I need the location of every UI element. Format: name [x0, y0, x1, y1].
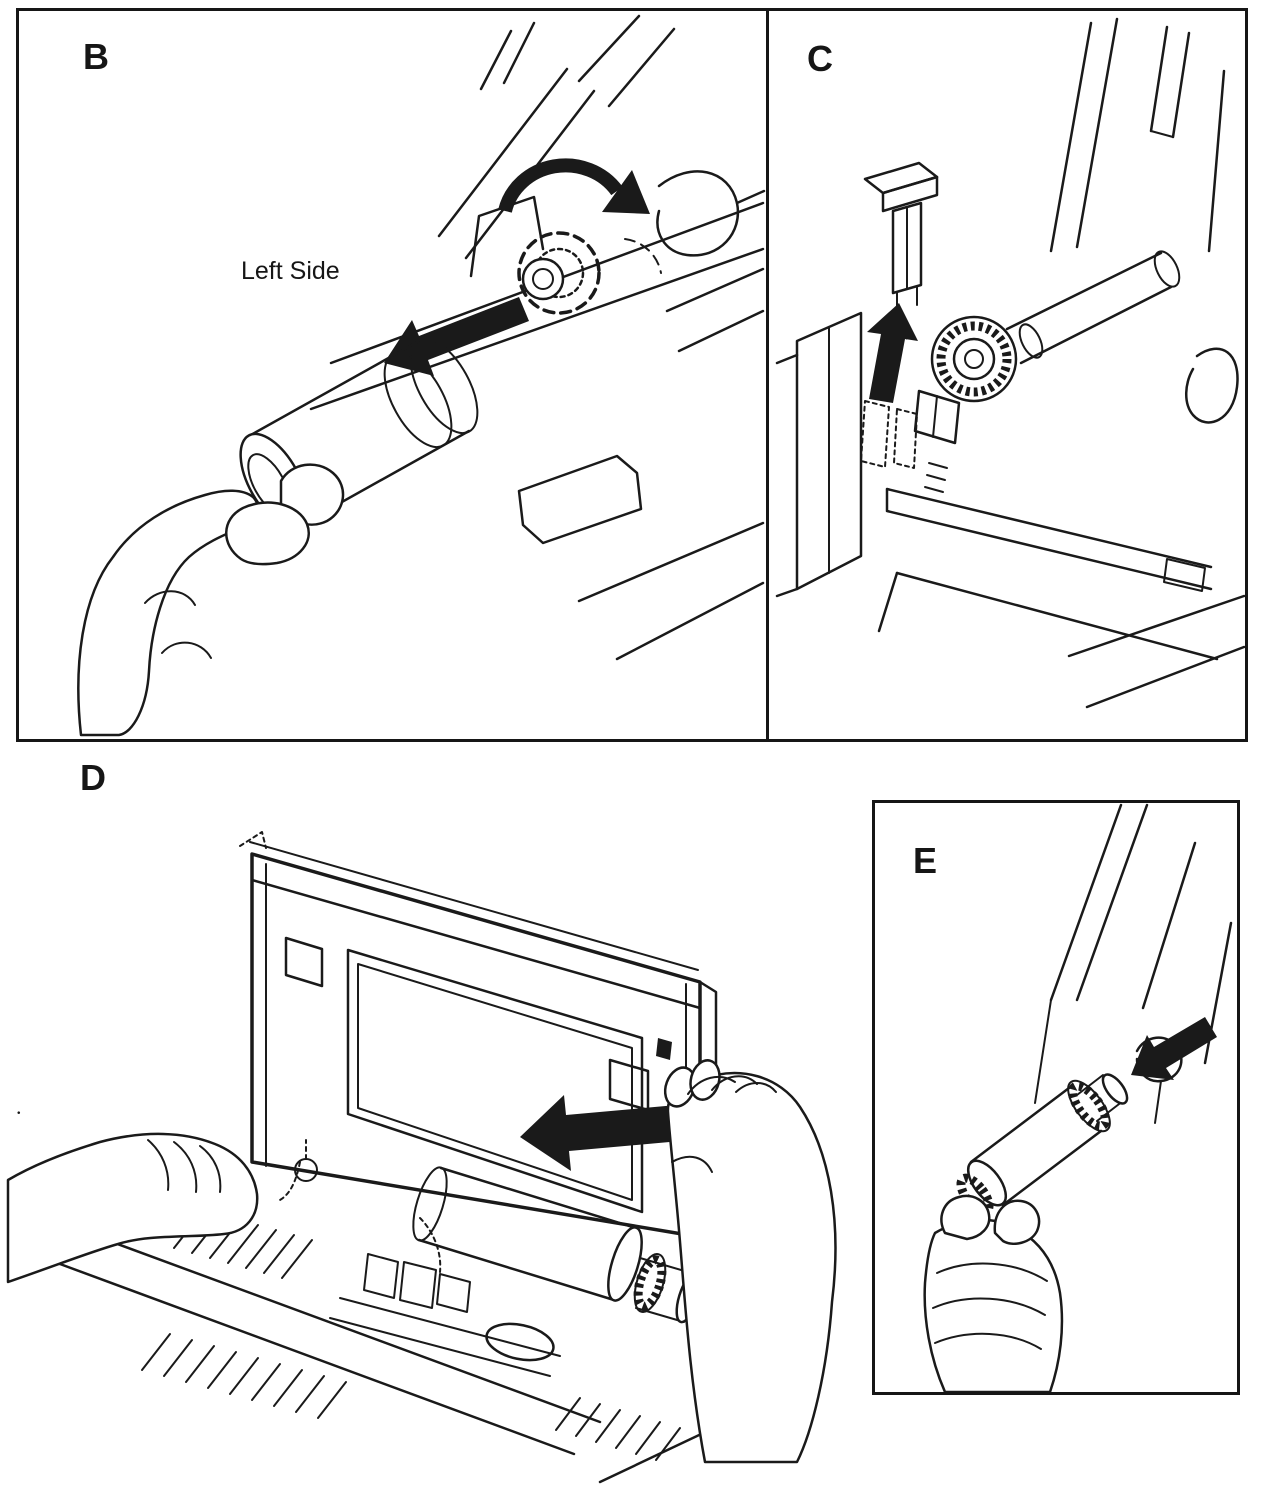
pull-out-arrow	[384, 297, 529, 376]
dashed-guide-parts	[860, 310, 918, 469]
center-mechanism	[279, 1139, 555, 1362]
lift-up-arrow	[867, 303, 918, 403]
platen-roller	[412, 1166, 643, 1302]
panel-b: Left Side B	[19, 11, 769, 739]
left-side-label: Left Side	[241, 257, 340, 285]
panel-c-frame-lines	[775, 17, 1245, 709]
retainer-clip	[863, 161, 939, 312]
panel-c: C	[769, 11, 1245, 739]
base-oval-opening	[485, 1322, 555, 1362]
detach-arrow	[1131, 1017, 1217, 1080]
thumb	[940, 1194, 991, 1241]
panel-d: D .	[0, 742, 1266, 1485]
panel-b-drawing: Left Side B	[77, 14, 766, 737]
panel-e-letter: E	[913, 840, 937, 881]
panel-e-frame-lines	[1034, 803, 1233, 1124]
thumb	[225, 501, 310, 566]
hand-holding-roller	[77, 463, 345, 737]
hand-gripping-roller	[923, 1194, 1064, 1392]
panel-b-frame-lines	[309, 14, 766, 661]
cover-opening-left	[284, 936, 324, 988]
insert-arrow	[520, 1095, 692, 1171]
left-hand	[6, 1132, 259, 1284]
panel-d-letter: D	[80, 757, 106, 798]
contact-hatching-right	[555, 1397, 681, 1461]
panel-d-drawing: D .	[6, 757, 837, 1484]
panel-c-letter: C	[807, 38, 833, 79]
right-hand	[663, 1059, 837, 1464]
stray-mark: .	[16, 1094, 22, 1119]
cover-latch	[656, 1038, 672, 1060]
index-fingertip	[993, 1199, 1041, 1245]
roller-shaft	[1005, 250, 1181, 365]
panel-e: E	[872, 800, 1240, 1395]
panel-bc-box: Left Side B	[16, 8, 1248, 742]
panel-c-drawing: C	[775, 17, 1245, 709]
panel-e-drawing: E	[913, 803, 1233, 1392]
rotation-arrow	[498, 158, 662, 274]
bearing-gear	[913, 315, 1018, 445]
panel-b-letter: B	[83, 36, 109, 77]
contact-hatching-lower	[141, 1333, 347, 1419]
roller-socket	[517, 231, 601, 315]
